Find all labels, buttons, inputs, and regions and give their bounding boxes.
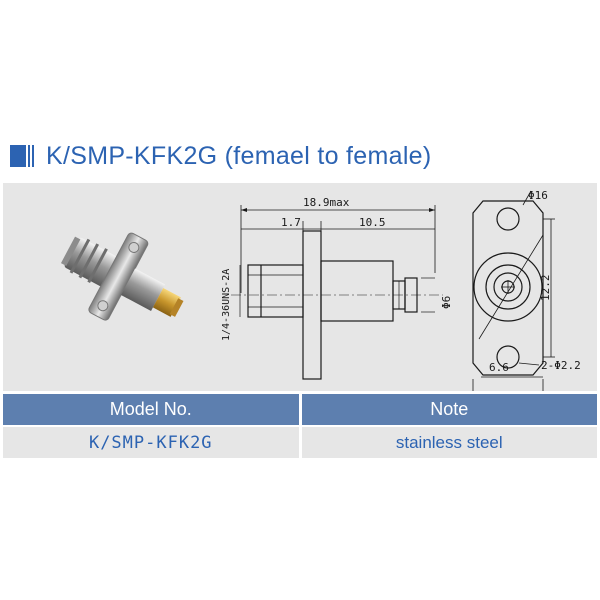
dim-holes-label: 2-Φ2.2 xyxy=(541,359,581,372)
dim-body-label: 10.5 xyxy=(359,216,386,229)
connector-photo xyxy=(60,232,184,321)
header-model-no: Model No. xyxy=(3,394,299,425)
section-title-bar: K/SMP-KFK2G (femael to female) xyxy=(10,140,590,172)
table-header-row: Model No. Note xyxy=(3,394,597,425)
dim-overall-label: 18.9max xyxy=(303,196,350,209)
dim-diameter-label: Φ6 xyxy=(440,296,453,309)
cell-note: stainless steel xyxy=(301,427,597,458)
table-row: K/SMP-KFK2G stainless steel xyxy=(3,427,597,458)
product-figure-panel: 18.9max 1.7 10.5 1/4-36UNS-2A Φ6 Φ16 xyxy=(3,183,597,391)
product-title: K/SMP-KFK2G (femael to female) xyxy=(46,142,432,170)
dim-flange-label: 1.7 xyxy=(281,216,301,229)
dim-flange-diameter-label: Φ16 xyxy=(528,189,548,202)
front-view-drawing xyxy=(472,190,555,391)
cell-model-no: K/SMP-KFK2G xyxy=(3,427,299,458)
header-note: Note xyxy=(301,394,597,425)
dim-hole-offset-label: 6.6 xyxy=(489,361,509,374)
title-accent-icon xyxy=(10,145,34,167)
side-view-drawing xyxy=(231,205,443,380)
dim-thread-label: 1/4-36UNS-2A xyxy=(221,269,232,341)
product-drawing: 18.9max 1.7 10.5 1/4-36UNS-2A Φ6 Φ16 xyxy=(60,189,581,391)
dim-hole-spacing-label: 12.2 xyxy=(539,275,552,302)
spec-table: Model No. Note K/SMP-KFK2G stainless ste… xyxy=(3,394,597,460)
